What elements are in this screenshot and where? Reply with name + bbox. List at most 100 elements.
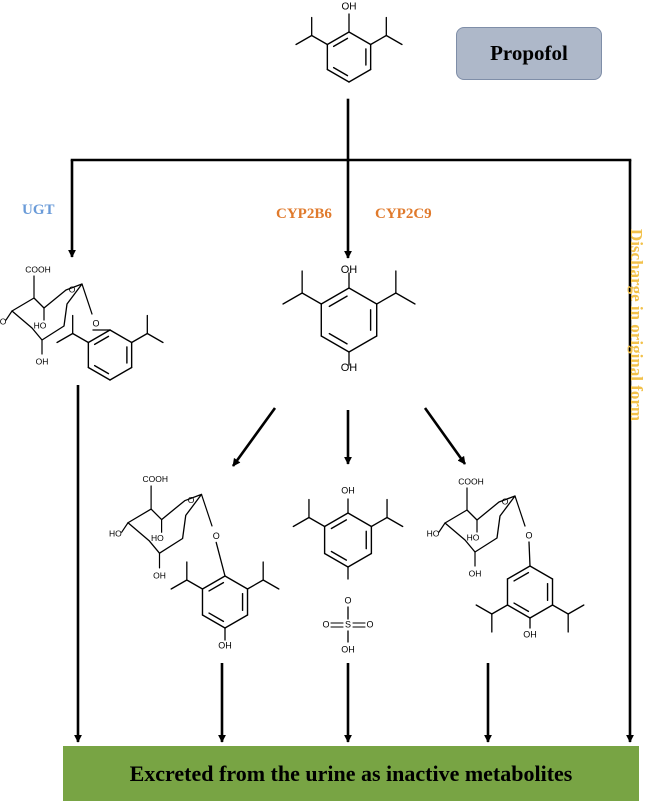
- ether-bond: [215, 541, 226, 577]
- cooh-label: COOH: [143, 474, 169, 484]
- glycosidic-oxygen-label: O: [525, 530, 532, 540]
- ring-bond: [529, 565, 554, 580]
- isopropyl-bond: [131, 332, 148, 344]
- ring-double-bond: [208, 612, 225, 623]
- sulfonyl-oxygen-right: O: [366, 619, 373, 629]
- excreted-urine-box: Excreted from the urine as inactive meta…: [63, 746, 639, 801]
- isopropyl-bond: [491, 604, 509, 615]
- ring-double-bond: [330, 519, 348, 530]
- glucuronide-ring: [444, 495, 516, 553]
- ring-double-bond: [332, 66, 349, 77]
- propofol-structure: OH: [295, 2, 403, 83]
- isopropyl-bond: [395, 292, 416, 305]
- ring-bond: [347, 552, 373, 568]
- ring-double-bond: [208, 581, 225, 592]
- ring-bond: [347, 512, 373, 528]
- sulfur-label: S: [345, 619, 351, 629]
- ring-bond: [87, 366, 111, 381]
- top-hydroxyl-label: OH: [341, 264, 358, 276]
- ring-oxygen-label: O: [188, 495, 195, 505]
- glycosidic-oxygen-label: O: [92, 318, 99, 328]
- ugt-enzyme-label: UGT: [22, 202, 55, 218]
- ho-label-2: HO: [151, 533, 164, 543]
- ring-bond: [201, 614, 226, 629]
- oh-label: OH: [36, 356, 49, 366]
- oh-label: OH: [523, 629, 537, 639]
- isopropyl-bond: [295, 34, 313, 46]
- ring-bond: [224, 575, 249, 590]
- molecule-structures: OHOHOHCOOHOHOHOOHOCOOHOHOHOOHOOHOHOSOOOH…: [0, 2, 585, 654]
- ring-oxygen-label: O: [502, 496, 509, 506]
- ring-bond: [506, 565, 531, 580]
- isopropyl-bond: [262, 579, 280, 590]
- ring-double-bond: [93, 364, 110, 375]
- ring-bond: [224, 614, 249, 629]
- ring-double-bond: [93, 335, 110, 346]
- ho-label-2: HO: [467, 532, 480, 542]
- ring-bond: [348, 68, 372, 83]
- isopropyl-bond: [301, 292, 322, 305]
- ho-label-2: HO: [34, 320, 47, 330]
- glycosidic-bond: [81, 283, 93, 315]
- ring-double-bond: [328, 295, 348, 308]
- isopropyl-bond: [370, 34, 387, 46]
- flow-arrows: [68, 98, 634, 743]
- cyp2c9-enzyme-label: CYP2C9: [375, 206, 432, 222]
- hydroxyl-label: OH: [342, 2, 357, 13]
- glycosidic-bond: [514, 495, 526, 527]
- ring-bond: [109, 366, 133, 381]
- ho-label-1: HO: [0, 316, 7, 326]
- oh-label: OH: [218, 640, 232, 650]
- isopropyl-bond: [551, 604, 569, 615]
- hydroxy-propofol-structure: OH OH: [282, 264, 416, 374]
- arrow-to-glucuronide-1: [231, 407, 277, 467]
- hydroxyl-bond: [121, 522, 129, 533]
- isopropyl-bond: [370, 516, 388, 528]
- hydroxyl-bond: [5, 310, 13, 321]
- cyp2b6-enzyme-label: CYP2B6: [276, 206, 332, 222]
- bottom-hydroxyl-label: OH: [341, 362, 358, 374]
- isopropyl-bond: [567, 604, 585, 615]
- ring-bond: [320, 335, 350, 353]
- ring-double-bond: [328, 332, 348, 345]
- ring-bond: [348, 335, 378, 353]
- ether-bond: [528, 541, 531, 567]
- isopropyl-bond: [246, 579, 264, 590]
- isopropyl-bond: [308, 516, 326, 528]
- ring-bond: [87, 329, 111, 344]
- cooh-label: COOH: [458, 476, 484, 486]
- isopropyl-bond: [475, 604, 493, 615]
- cooh-label: COOH: [25, 264, 51, 274]
- ester-oxygen-label: O: [344, 595, 351, 605]
- ring-bond: [320, 287, 350, 305]
- sulfate-oh-label: OH: [341, 644, 355, 654]
- oh-label: OH: [341, 485, 355, 495]
- glycosidic-oxygen-label: O: [213, 531, 220, 541]
- ho-label-1: HO: [109, 529, 122, 539]
- ring-bond: [348, 287, 378, 305]
- ring-double-bond: [513, 602, 530, 613]
- discharge-original-form-label: Discharge in original form: [627, 228, 646, 422]
- ring-bond: [529, 604, 554, 619]
- hydroxyl-bond: [438, 522, 446, 533]
- isopropyl-bond: [292, 516, 310, 528]
- ring-bond: [506, 604, 531, 619]
- isopropyl-bond: [386, 516, 404, 528]
- hydroxy-propofol-sulfate-structure: OH O S O O OH: [292, 485, 404, 654]
- propofol-title-box: Propofol: [456, 27, 602, 80]
- isopropyl-bond: [385, 34, 403, 46]
- isopropyl-bond: [146, 332, 164, 344]
- ring-double-bond: [513, 571, 530, 582]
- oh-label: OH: [469, 568, 482, 578]
- ring-bond: [323, 552, 349, 568]
- isopropyl-bond: [186, 579, 204, 590]
- ring-bond: [323, 512, 349, 528]
- isopropyl-bond: [72, 332, 89, 344]
- glucuronide-ring: [127, 493, 203, 554]
- sulfonyl-oxygen-left: O: [322, 619, 329, 629]
